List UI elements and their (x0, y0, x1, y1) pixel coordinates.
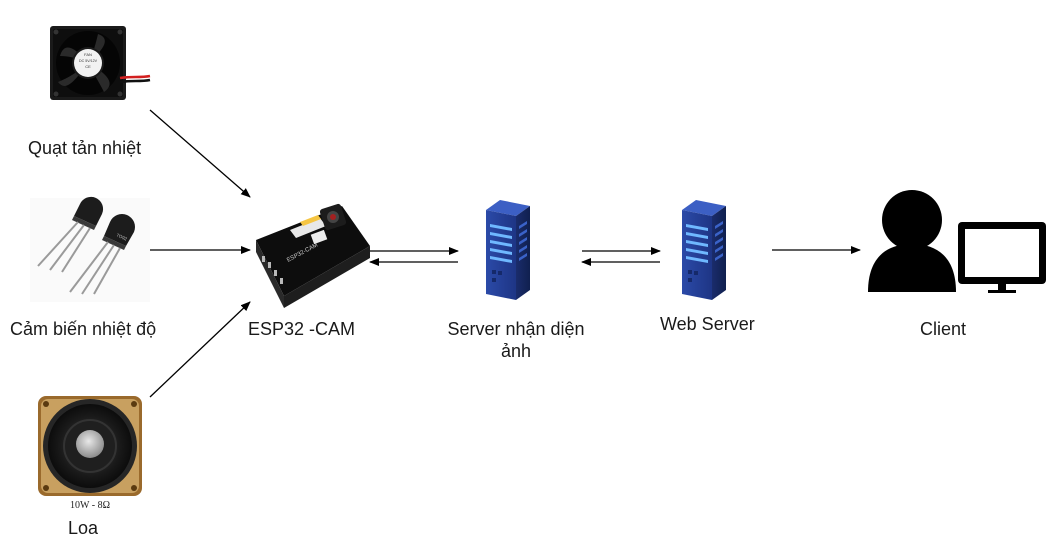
temperature-sensor-icon: TO92 (30, 196, 150, 302)
svg-text:TO92: TO92 (116, 232, 129, 241)
arrow-speaker-to-esp32 (149, 301, 251, 398)
speaker-label: Loa (68, 518, 99, 538)
temp-sensor-label: Cảm biến nhiệt độ (10, 319, 157, 339)
fan-label: Quạt tản nhiệt (28, 138, 142, 158)
client-label: Client (920, 319, 967, 339)
fan-sticker-text: DC 5V/12V (79, 59, 98, 63)
svg-text:CE: CE (85, 64, 91, 69)
recognition-server-label: Server nhận diện ảnh (447, 319, 585, 361)
speaker-icon: 10W - 8Ω (38, 396, 142, 511)
recognition-server-icon (486, 200, 530, 300)
arrow-fan-to-esp32 (149, 109, 251, 198)
esp32-cam-board-icon: ESP32-CAM (256, 203, 370, 308)
web-server-label: Web Server (660, 314, 755, 334)
esp32-label: ESP32 -CAM (248, 319, 356, 339)
arrows (149, 109, 861, 398)
cooling-fan-icon: FAN DC 5V/12V CE (50, 26, 151, 100)
speaker-spec-text: 10W - 8Ω (70, 500, 110, 511)
user-with-monitor-icon (868, 190, 1046, 293)
web-server-icon (682, 200, 726, 300)
svg-text:FAN: FAN (84, 52, 92, 57)
